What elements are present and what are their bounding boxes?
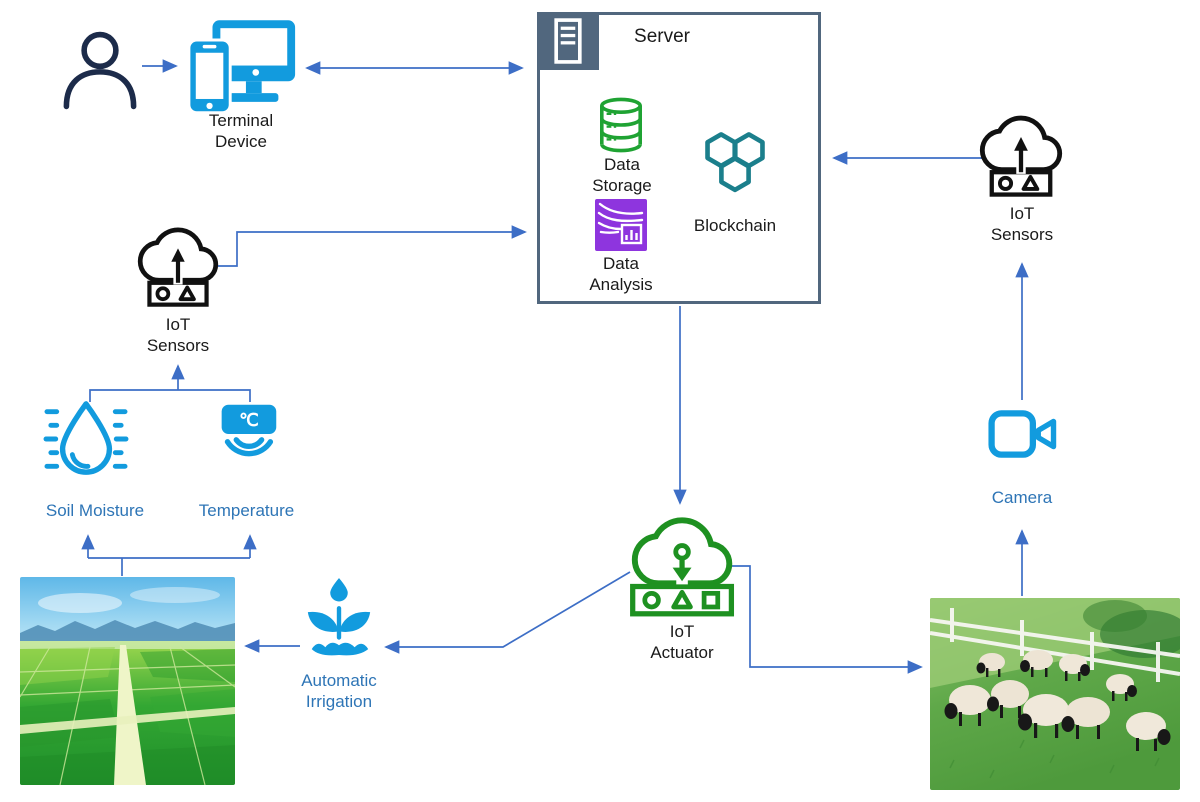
data-storage-label: Data Storage xyxy=(592,155,652,195)
server-header xyxy=(537,12,599,70)
server-rack-icon xyxy=(554,18,582,64)
iot-sensors-left-label: IoT Sensors xyxy=(146,315,210,355)
irrigation-plant-icon xyxy=(302,576,376,662)
camera-label: Camera xyxy=(991,488,1053,507)
blockchain-hexagons-icon xyxy=(698,126,772,202)
temperature-label: Temperature xyxy=(198,501,295,520)
person-icon xyxy=(58,26,142,114)
terminal-device-label: Terminal Device xyxy=(208,111,274,151)
data-analysis-label: Data Analysis xyxy=(589,254,653,294)
iot-actuator-cloud-icon xyxy=(622,513,740,618)
soil-moisture-icon xyxy=(42,398,130,480)
video-camera-icon xyxy=(988,403,1058,465)
farmland-photo xyxy=(20,577,235,785)
automatic-irrigation-label: Automatic Irrigation xyxy=(301,671,377,711)
iot-sensor-cloud-icon-right xyxy=(978,112,1064,198)
server-label: Server xyxy=(634,26,690,47)
temperature-sensor-icon: ℃ xyxy=(208,402,286,466)
sheep-photo xyxy=(930,598,1180,790)
data-analysis-icon xyxy=(595,199,647,251)
database-icon xyxy=(597,97,645,153)
iot-sensor-cloud-icon xyxy=(136,224,220,308)
iot-sensors-right-label: IoT Sensors xyxy=(990,204,1054,244)
blockchain-label: Blockchain xyxy=(693,216,777,235)
soil-moisture-label: Soil Moisture xyxy=(45,501,145,520)
celsius-unit: ℃ xyxy=(239,410,259,430)
terminal-device-icon xyxy=(183,16,301,120)
iot-actuator-label: IoT Actuator xyxy=(650,622,714,662)
